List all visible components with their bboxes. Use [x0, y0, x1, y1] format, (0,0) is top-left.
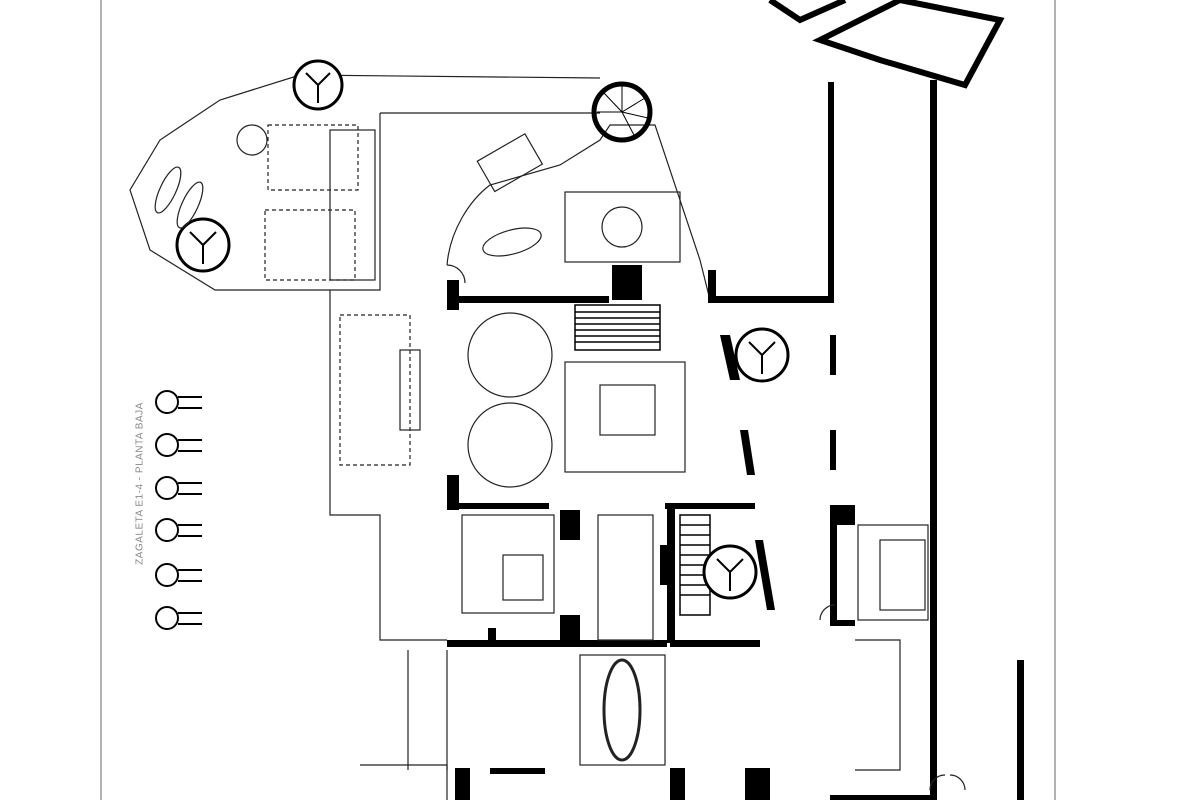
sheet-frame — [100, 0, 1056, 800]
terrace-outline — [129, 74, 901, 800]
furniture — [154, 124, 966, 791]
walls — [447, 80, 1024, 800]
drawing-title: ZAGALETA E1-4 - PLANTA BAJA — [134, 402, 146, 565]
upper-annex — [768, 0, 1005, 89]
spiral-staircase — [591, 81, 653, 143]
trees — [175, 59, 790, 600]
parking-bollards — [155, 390, 202, 630]
straight-staircase — [574, 304, 711, 616]
